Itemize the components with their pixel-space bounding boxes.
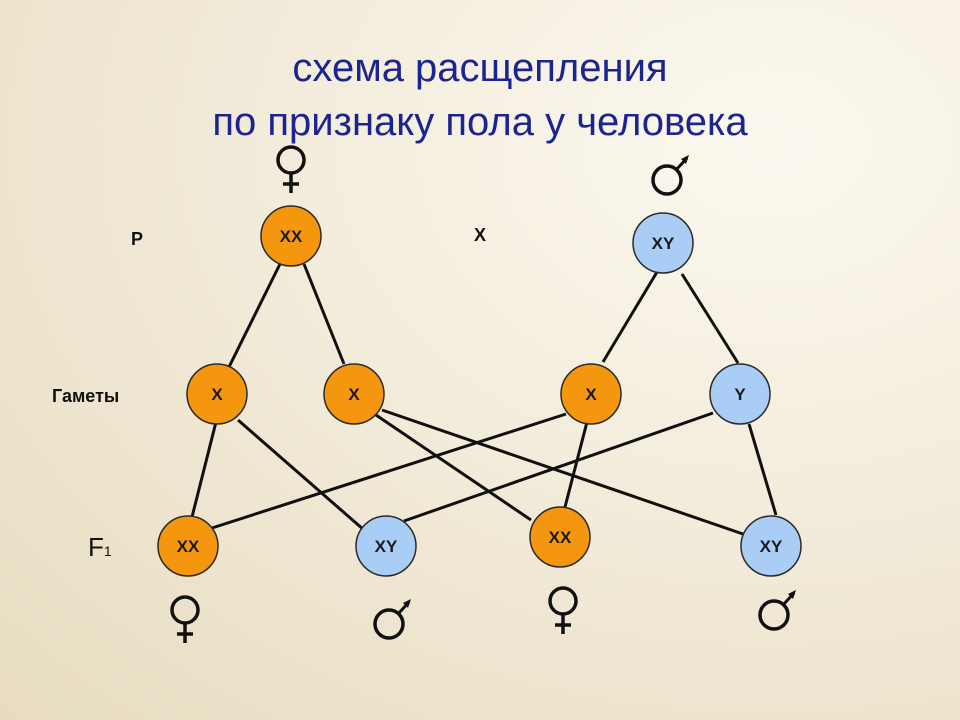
line-gamete4-child2 [403, 411, 714, 523]
line-gamete3-child1 [211, 412, 567, 530]
male-symbol-icon [373, 597, 413, 640]
connection-lines [190, 263, 778, 536]
f1-label-main: F [88, 532, 104, 562]
parents-label: P [131, 229, 144, 249]
mother-circle [260, 205, 322, 267]
f1-label: F1 [88, 532, 112, 563]
mother-genotype: XX [280, 227, 303, 246]
father-genotype: XY [652, 234, 675, 253]
father-node: XY [632, 212, 694, 274]
gamete-node-1: X [186, 363, 248, 425]
offspring-node-2: XY [355, 515, 417, 577]
offspring-4-circle [740, 515, 802, 577]
gamete-3-label: X [585, 385, 597, 404]
line-gamete3-child3 [563, 421, 589, 508]
offspring-node-4: XY [740, 515, 802, 577]
female-symbol-icon [548, 586, 578, 636]
male-symbol-icon [758, 588, 798, 631]
line-gamete4-child4 [747, 423, 778, 516]
gamete-2-label: X [348, 385, 360, 404]
line-gamete2-child3 [375, 413, 532, 522]
cross-sign: X [474, 225, 487, 245]
mother-node: XX [260, 205, 322, 267]
female-symbol-icon [170, 595, 200, 645]
line-gamete2-child4 [381, 408, 744, 536]
female-symbol-icon [276, 145, 306, 195]
gamete-3-circle [560, 363, 622, 425]
male-symbol-icon [651, 153, 691, 196]
gamete-node-3: X [560, 363, 622, 425]
line-father-gamete3 [601, 271, 659, 363]
line-father-gamete4 [680, 273, 740, 364]
offspring-2-circle [355, 515, 417, 577]
gametes-label: Гаметы [52, 386, 120, 406]
father-circle [632, 212, 694, 274]
offspring-node-1: XX [157, 515, 219, 577]
title-line-1: схема расщепления [292, 46, 668, 90]
line-mother-gamete2 [302, 263, 346, 365]
gamete-4-label: Y [734, 385, 746, 404]
offspring-3-circle [529, 506, 591, 568]
gamete-1-label: X [211, 385, 223, 404]
gamete-4-circle [709, 363, 771, 425]
offspring-1-circle [157, 515, 219, 577]
offspring-4-genotype: XY [760, 537, 783, 556]
line-gamete1-child2 [237, 418, 365, 532]
title-line-2: по признаку пола у человека [212, 100, 748, 144]
offspring-1-genotype: XX [177, 537, 200, 556]
line-mother-gamete1 [227, 263, 282, 368]
gamete-node-2: X [323, 363, 385, 425]
gamete-node-4: Y [709, 363, 771, 425]
line-gamete1-child1 [190, 421, 218, 518]
offspring-node-3: XX [529, 506, 591, 568]
offspring-2-genotype: XY [375, 537, 398, 556]
gamete-2-circle [323, 363, 385, 425]
f1-label-subscript: 1 [103, 543, 112, 559]
gamete-1-circle [186, 363, 248, 425]
offspring-3-genotype: XX [549, 528, 572, 547]
